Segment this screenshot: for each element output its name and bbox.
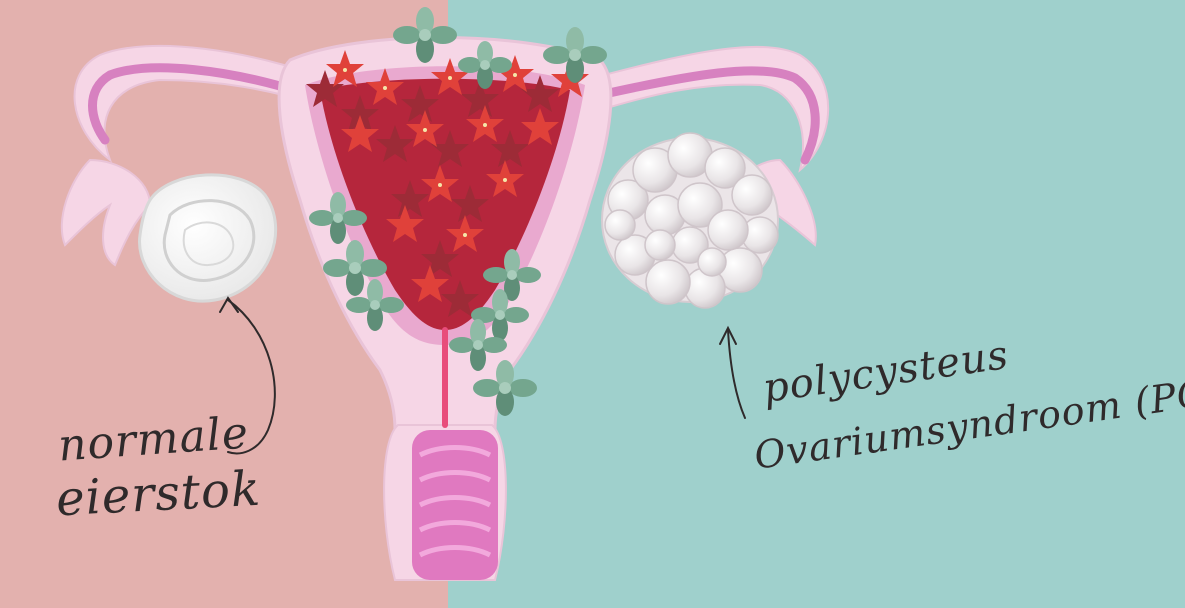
normal-ovary-label-line1: normale bbox=[57, 411, 251, 468]
normal-ovary-label-line2: eierstok bbox=[55, 465, 262, 524]
